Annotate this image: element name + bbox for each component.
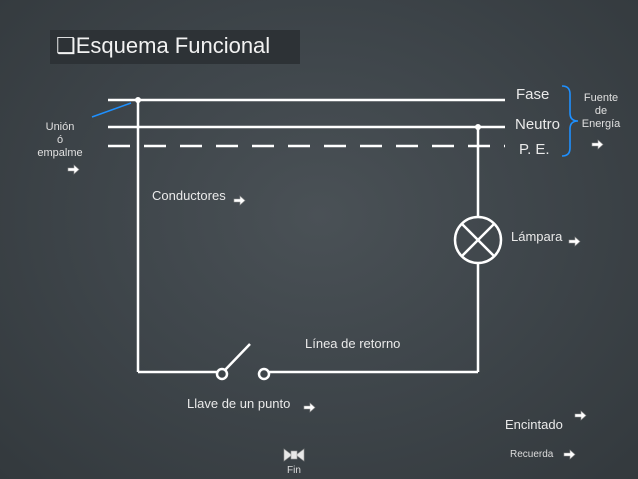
fuente-label: Fuente de Energía <box>581 92 621 130</box>
pe-label: P. E. <box>519 141 550 158</box>
page-title: ❑Esquema Funcional <box>56 33 271 58</box>
union-pointer-line <box>91 102 132 118</box>
title-box <box>50 30 300 64</box>
checkbox-bullet-icon: ❑ <box>56 33 76 58</box>
end-icon <box>283 448 305 462</box>
llave-arrow-button[interactable] <box>303 400 316 418</box>
switch-contact-left <box>215 367 229 381</box>
union-label: Unión ó empalme <box>37 121 83 159</box>
arrow-right-icon <box>303 402 316 413</box>
retorno-label: Línea de retorno <box>305 336 401 351</box>
encintado-arrow-button[interactable] <box>574 408 587 426</box>
switch-lever <box>224 343 251 371</box>
recuerda-label: Recuerda <box>510 449 554 460</box>
switch-contact-right <box>257 367 271 381</box>
lamp-cross-b <box>461 223 495 257</box>
fin-label: Fin <box>287 465 301 476</box>
arrow-right-icon <box>233 195 246 206</box>
union-arrow-button[interactable] <box>67 162 80 180</box>
arrow-right-icon <box>591 139 604 150</box>
conductores-label: Conductores <box>152 188 226 203</box>
fase-label: Fase <box>516 86 550 103</box>
recuerda-arrow-button[interactable] <box>563 447 576 465</box>
arrow-right-icon <box>568 236 581 247</box>
encintado-label: Encintado <box>505 417 563 432</box>
neutro-label: Neutro <box>515 116 561 133</box>
arrow-right-icon <box>563 449 576 460</box>
lampara-label: Lámpara <box>511 229 563 244</box>
arrow-right-icon <box>574 410 587 421</box>
lampara-arrow-button[interactable] <box>568 234 581 252</box>
source-brace <box>561 85 579 157</box>
fin-button[interactable] <box>282 447 306 468</box>
conductores-arrow-button[interactable] <box>233 193 246 211</box>
arrow-right-icon <box>67 164 80 175</box>
fuente-arrow-button[interactable] <box>591 137 604 155</box>
llave-label: Llave de un punto <box>187 396 291 411</box>
